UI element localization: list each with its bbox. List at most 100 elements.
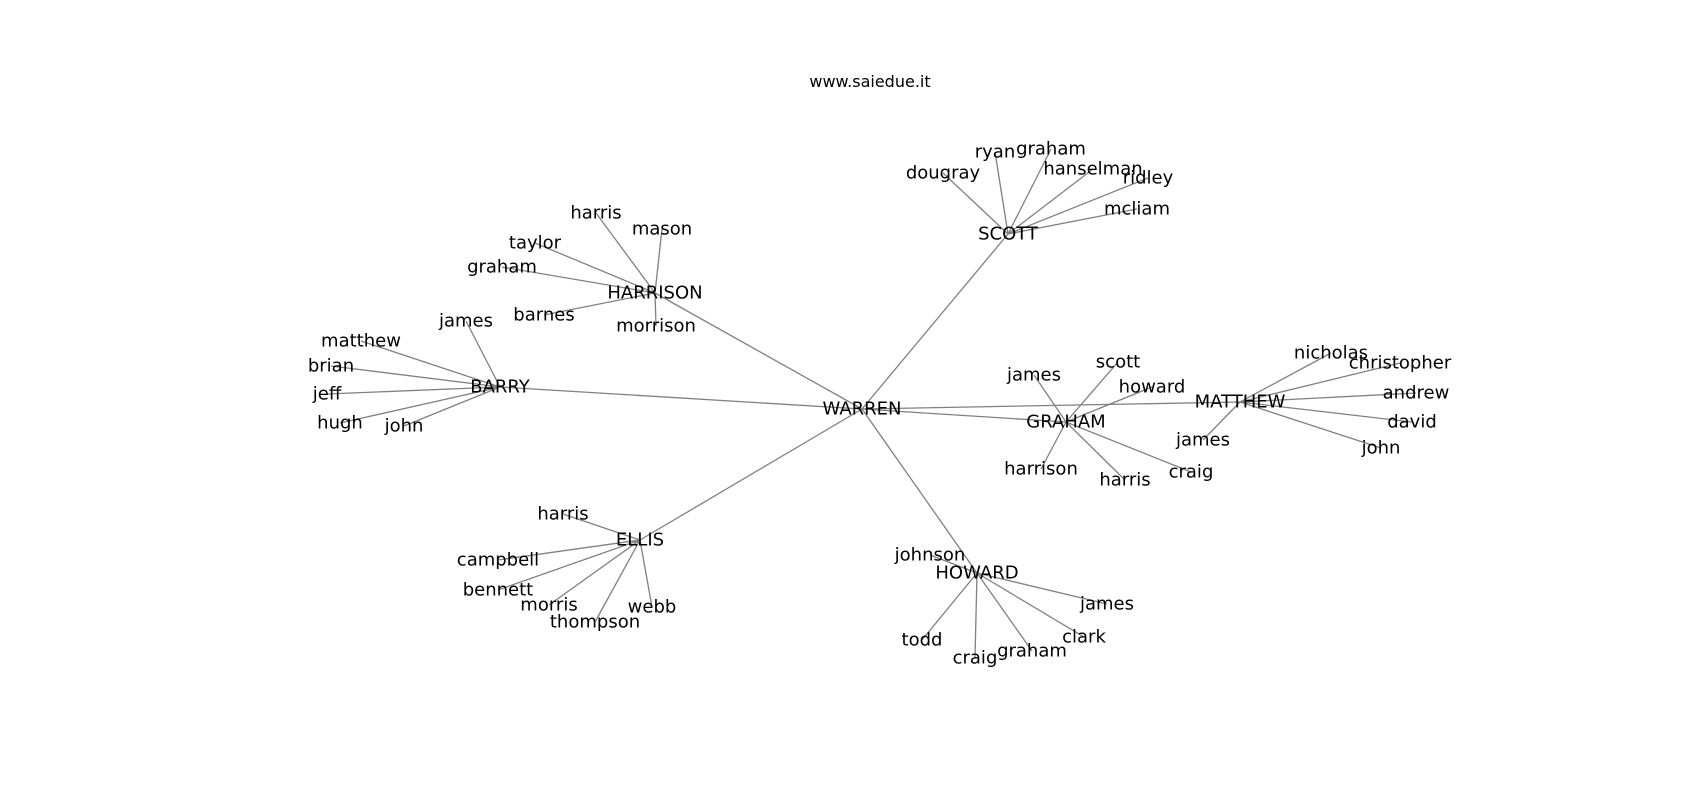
leaf-node-label-craig: craig: [1169, 462, 1214, 483]
leaf-node-label-john: john: [384, 416, 424, 437]
leaf-node-label-graham: graham: [997, 641, 1067, 662]
leaf-node-label-harris: harris: [570, 203, 621, 224]
edge-matthew-christopher: [1239, 362, 1401, 403]
leaf-node-label-john: john: [1361, 438, 1401, 459]
leaf-node-label-nicholas: nicholas: [1294, 343, 1368, 364]
edge-howard-craig: [974, 572, 978, 659]
leaf-node-label-graham: graham: [1016, 139, 1086, 160]
edge-root-matthew: [861, 401, 1241, 410]
edge-harrison-morrison: [654, 292, 657, 327]
leaf-node-label-harris: harris: [1099, 470, 1150, 491]
edge-ellis-bennett: [497, 539, 641, 591]
edge-barry-james: [465, 320, 501, 388]
leaf-node-label-hanselman: hanselman: [1043, 159, 1142, 180]
edge-howard-clark: [976, 572, 1085, 638]
leaf-node-label-craig: craig: [953, 648, 998, 669]
edges-layer: [326, 148, 1417, 659]
edge-howard-james: [976, 572, 1108, 605]
edge-harrison-harris: [595, 212, 656, 294]
leaf-node-label-barnes: barnes: [513, 305, 574, 326]
leaf-node-label-mcliam: mcliam: [1104, 199, 1170, 220]
edge-harrison-barnes: [543, 292, 656, 316]
edge-root-graham: [861, 408, 1067, 423]
edge-ellis-morris: [548, 539, 641, 606]
leaf-node-label-ryan: ryan: [975, 142, 1016, 163]
edge-barry-hugh: [339, 386, 501, 424]
edge-howard-johnson: [929, 554, 978, 574]
edge-barry-brian: [330, 365, 501, 388]
leaf-node-label-hugh: hugh: [317, 413, 363, 434]
edge-root-barry: [499, 386, 863, 410]
edge-harrison-taylor: [534, 242, 656, 294]
leaf-node-label-clark: clark: [1062, 627, 1106, 648]
leaf-node-label-campbell: campbell: [457, 550, 539, 571]
edge-howard-graham: [976, 572, 1033, 652]
edge-graham-james: [1033, 374, 1067, 423]
edge-root-scott: [861, 233, 1009, 410]
leaf-node-label-scott: scott: [1096, 352, 1140, 373]
edge-ellis-webb: [639, 539, 653, 608]
leaf-node-label-james: james: [438, 311, 493, 332]
leaf-node-label-james: james: [1006, 365, 1061, 386]
hub-node-label-matthew: MATTHEW: [1195, 392, 1286, 413]
edge-matthew-john: [1239, 401, 1382, 449]
edge-root-howard: [861, 408, 978, 574]
leaf-node-label-howard: howard: [1119, 377, 1186, 398]
edge-graham-harrison: [1040, 421, 1067, 470]
leaf-node-label-james: james: [1079, 594, 1134, 615]
edge-matthew-james: [1202, 401, 1241, 441]
site-title: www.saiedue.it: [809, 72, 930, 91]
edge-scott-graham: [1007, 148, 1052, 235]
edge-graham-harris: [1065, 421, 1126, 481]
edge-matthew-david: [1239, 401, 1413, 423]
leaf-node-label-dougray: dougray: [906, 163, 981, 184]
root-node-label: WARREN: [823, 399, 902, 420]
hub-node-label-graham: GRAHAM: [1026, 412, 1105, 433]
leaf-node-label-morris: morris: [520, 595, 577, 616]
leaf-node-label-johnson: johnson: [894, 545, 966, 566]
leaf-node-label-thompson: thompson: [550, 612, 640, 633]
edge-ellis-campbell: [497, 539, 641, 561]
hub-node-label-howard: HOWARD: [935, 563, 1018, 584]
edge-graham-craig: [1065, 421, 1192, 473]
hub-node-label-scott: SCOTT: [978, 224, 1039, 245]
edge-graham-scott: [1065, 361, 1119, 423]
edge-howard-todd: [921, 572, 978, 641]
leaf-node-label-brian: brian: [308, 356, 354, 377]
hub-node-label-ellis: ELLIS: [616, 530, 664, 551]
edge-barry-john: [403, 386, 501, 427]
edge-scott-mcliam: [1007, 208, 1138, 235]
leaf-node-label-webb: webb: [628, 597, 677, 618]
edge-scott-dougray: [942, 172, 1009, 235]
edge-scott-ridley: [1007, 177, 1149, 235]
leaf-node-label-andrew: andrew: [1383, 383, 1450, 404]
leaf-node-label-christopher: christopher: [1349, 353, 1452, 374]
edge-scott-ryan: [994, 151, 1009, 235]
leaf-node-label-david: david: [1387, 412, 1437, 433]
leaf-node-label-matthew: matthew: [321, 331, 401, 352]
edge-scott-hanselman: [1007, 168, 1094, 235]
edge-ellis-harris: [562, 513, 641, 541]
hub-node-label-barry: BARRY: [470, 377, 531, 398]
edge-matthew-andrew: [1239, 392, 1417, 403]
edge-harrison-graham: [501, 266, 656, 294]
leaf-node-label-harris: harris: [537, 504, 588, 525]
leaf-node-label-mason: mason: [632, 219, 692, 240]
leaf-node-label-ridley: ridley: [1123, 168, 1174, 189]
edge-root-ellis: [639, 408, 863, 541]
leaf-node-label-james: james: [1175, 430, 1230, 451]
edge-matthew-nicholas: [1239, 352, 1332, 403]
leaf-node-label-graham: graham: [467, 257, 537, 278]
leaf-node-label-todd: todd: [902, 630, 943, 651]
edge-ellis-thompson: [594, 539, 641, 623]
leaf-node-label-bennett: bennett: [463, 580, 534, 601]
edge-harrison-mason: [654, 228, 663, 294]
leaf-node-label-taylor: taylor: [509, 233, 562, 254]
edge-barry-jeff: [326, 386, 501, 395]
leaf-node-label-morrison: morrison: [616, 316, 696, 337]
leaf-node-label-jeff: jeff: [312, 384, 342, 405]
edge-barry-matthew: [360, 340, 501, 388]
leaf-node-label-harrison: harrison: [1004, 459, 1078, 480]
